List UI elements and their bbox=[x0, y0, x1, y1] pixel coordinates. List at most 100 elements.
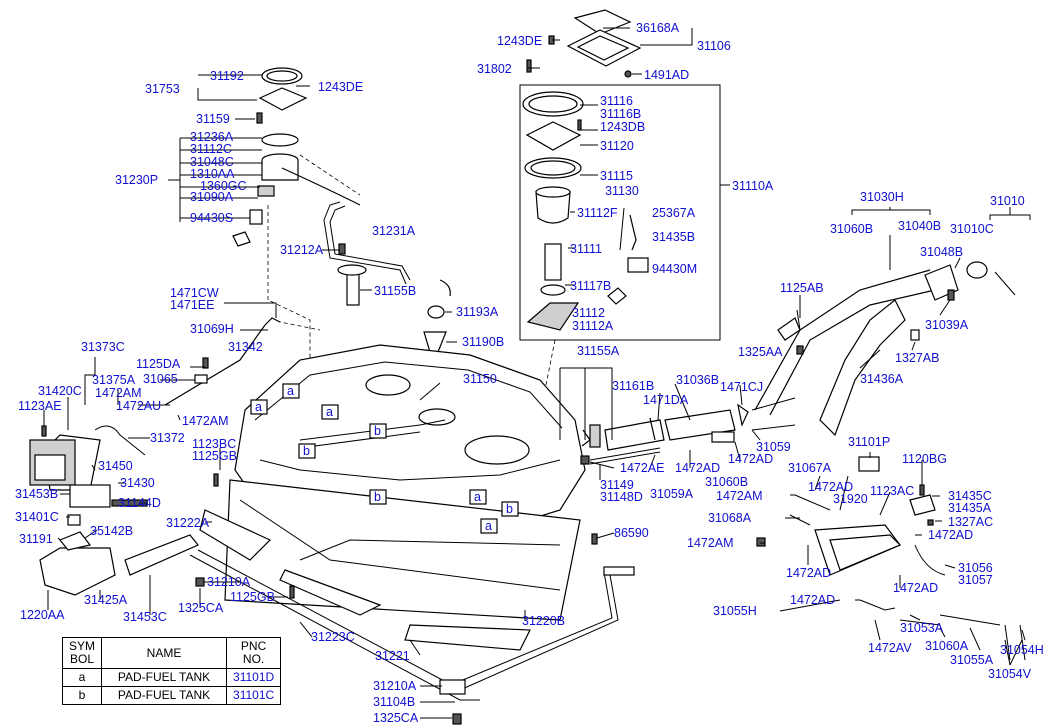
part-label: 31192 bbox=[210, 69, 244, 83]
part-label: 1220AA bbox=[20, 608, 65, 622]
straps-and-brackets bbox=[124, 473, 635, 725]
pump-module-frame bbox=[519, 84, 721, 341]
part-label: 31191 bbox=[19, 532, 53, 546]
pad-markers: a a a a b b b a b bbox=[250, 383, 519, 534]
legend-header-name: NAME bbox=[101, 637, 228, 669]
part-label: 1472AE bbox=[620, 461, 664, 475]
part-label: 31453B bbox=[15, 487, 58, 501]
part-label: 31435B bbox=[652, 230, 695, 244]
part-label: 1472AD bbox=[893, 581, 938, 595]
part-label: 31054H bbox=[1000, 643, 1044, 657]
part-label: 31450 bbox=[98, 459, 133, 473]
fuel-tank bbox=[224, 344, 586, 621]
part-label: 31101P bbox=[848, 435, 890, 449]
part-label: 31210A bbox=[373, 679, 417, 693]
pad-marker: a bbox=[255, 400, 262, 414]
part-label: 31401C bbox=[15, 510, 59, 524]
part-label: 1472AM bbox=[687, 536, 734, 550]
part-label: 31036B bbox=[676, 373, 719, 387]
part-label: 31435A bbox=[948, 501, 992, 515]
part-label: 1472AD bbox=[790, 593, 835, 607]
part-label: 31425A bbox=[84, 593, 128, 607]
part-label: 31060A bbox=[925, 639, 969, 653]
part-label: 31144D bbox=[118, 496, 161, 510]
pad-marker: a bbox=[287, 384, 294, 398]
legend-name: PAD-FUEL TANK bbox=[101, 668, 228, 687]
part-label: 31104B bbox=[373, 695, 415, 709]
part-label: 31048B bbox=[920, 245, 963, 259]
right-canister-group bbox=[756, 456, 1026, 661]
part-label: 1472AM bbox=[95, 386, 142, 400]
left-canister-group bbox=[29, 317, 281, 596]
legend-symbol: b bbox=[61, 686, 103, 705]
part-label: 31435C bbox=[948, 489, 992, 503]
part-label: 31453C bbox=[123, 610, 167, 624]
part-label: 31155A bbox=[577, 344, 620, 358]
part-label: 86590 bbox=[614, 526, 649, 540]
part-label: 31372 bbox=[150, 431, 185, 445]
part-label: 1471EE bbox=[170, 298, 214, 312]
part-label: 31190B bbox=[462, 335, 504, 349]
legend-table: SYM BOL NAME PNC NO. a PAD-FUEL TANK 311… bbox=[61, 637, 282, 705]
part-label: 1123AE bbox=[18, 399, 62, 413]
part-label: 31056 bbox=[958, 561, 993, 575]
part-label: 31436A bbox=[860, 372, 904, 386]
legend-pnc: 31101C bbox=[226, 686, 282, 705]
part-label: 31060B bbox=[830, 222, 873, 236]
part-label: 31420C bbox=[38, 384, 82, 398]
part-label: 1360GC bbox=[200, 179, 247, 193]
part-label: 1123AC bbox=[870, 484, 914, 498]
legend-header-row: SYM BOL NAME PNC NO. bbox=[61, 637, 282, 669]
legend-pnc: 31101D bbox=[226, 668, 282, 687]
part-label: 31373C bbox=[81, 340, 125, 354]
legend-row: b PAD-FUEL TANK 31101C bbox=[61, 686, 282, 705]
part-label: 1125GB bbox=[230, 590, 275, 604]
pump-cover-group bbox=[522, 9, 649, 331]
part-label: 31053A bbox=[900, 621, 944, 635]
part-label: 31111 bbox=[570, 242, 602, 256]
part-label: 1491AD bbox=[644, 68, 689, 82]
legend-header-symbol: SYM BOL bbox=[61, 637, 103, 669]
pad-marker: b bbox=[506, 502, 513, 516]
part-label: 31223C bbox=[311, 630, 355, 644]
part-label: 31010 bbox=[990, 194, 1025, 208]
part-label: 31030H bbox=[860, 190, 904, 204]
sender-unit-group bbox=[232, 67, 451, 353]
part-label: 31159 bbox=[196, 112, 230, 126]
part-label: 1471DA bbox=[643, 393, 689, 407]
legend-name: PAD-FUEL TANK bbox=[101, 686, 228, 705]
part-label: 31112A bbox=[572, 319, 614, 333]
part-label: 31112 bbox=[572, 306, 605, 320]
part-label: 31067A bbox=[788, 461, 832, 475]
part-label: 1325CA bbox=[373, 711, 419, 725]
part-label: 1327AB bbox=[895, 351, 939, 365]
part-label: 31059A bbox=[650, 487, 694, 501]
part-label: 31342 bbox=[228, 340, 263, 354]
part-label: 1472AD bbox=[808, 480, 853, 494]
part-label: 31130 bbox=[605, 184, 639, 198]
legend-symbol: a bbox=[61, 668, 103, 687]
part-label: 31039A bbox=[925, 318, 969, 332]
part-label: 31054V bbox=[988, 667, 1032, 681]
part-label: 1325AA bbox=[738, 345, 783, 359]
part-label: 31430 bbox=[120, 476, 155, 490]
part-label: 31753 bbox=[145, 82, 180, 96]
part-label: 31231A bbox=[372, 224, 416, 238]
part-label: 31116B bbox=[600, 107, 641, 121]
fuel-filter-group bbox=[580, 397, 796, 465]
part-label: 31375A bbox=[92, 373, 136, 387]
part-label: 1243DE bbox=[497, 34, 542, 48]
part-label: 31193A bbox=[456, 305, 499, 319]
part-label: 31150 bbox=[463, 372, 497, 386]
part-label: 31068A bbox=[708, 511, 752, 525]
part-label: 31149 bbox=[600, 478, 634, 492]
part-label: 31060B bbox=[705, 475, 748, 489]
pad-marker: a bbox=[326, 405, 333, 419]
part-label: 31230P bbox=[115, 173, 158, 187]
part-label: 1472AD bbox=[675, 461, 720, 475]
part-label: 31106 bbox=[697, 39, 731, 53]
part-label: 1472AD bbox=[728, 452, 773, 466]
part-label: 1325CA bbox=[178, 601, 224, 615]
part-label: 1472AD bbox=[786, 566, 831, 580]
part-label: 31112F bbox=[577, 206, 618, 220]
